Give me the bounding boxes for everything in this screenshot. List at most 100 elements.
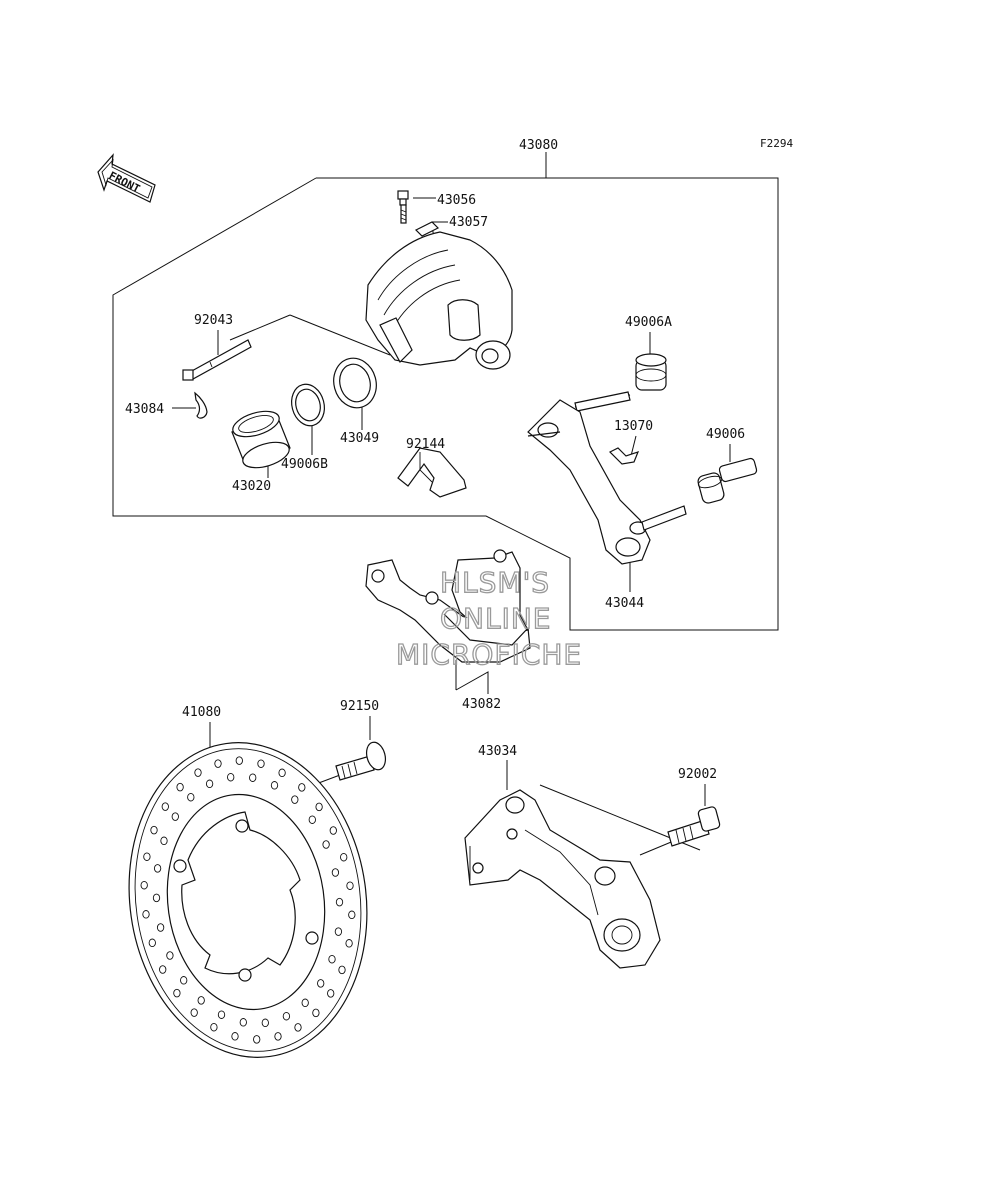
disc-vent-hole bbox=[346, 881, 354, 890]
disc-vent-hole bbox=[274, 1032, 282, 1041]
bleeder-cap bbox=[414, 221, 440, 237]
label-43082: 43082 bbox=[462, 697, 501, 712]
label-92150: 92150 bbox=[340, 699, 379, 714]
disc-vent-hole bbox=[150, 825, 158, 835]
disc-vent-hole bbox=[261, 1018, 269, 1028]
disc-vent-hole bbox=[270, 781, 279, 790]
label-49006B: 49006B bbox=[281, 457, 328, 472]
disc-vent-hole bbox=[148, 938, 156, 948]
disc-vent-hole bbox=[315, 802, 323, 812]
bracket-bolt bbox=[667, 806, 721, 847]
disc-vent-hole bbox=[338, 965, 346, 975]
label-43084: 43084 bbox=[125, 402, 164, 417]
label-49006: 49006 bbox=[706, 427, 745, 442]
small-clip bbox=[608, 447, 640, 465]
disc-vent-hole bbox=[187, 792, 195, 802]
disc-vent-hole bbox=[322, 840, 330, 849]
label-92144: 92144 bbox=[406, 437, 445, 452]
caliper-bracket bbox=[527, 391, 687, 565]
disc-vent-hole bbox=[217, 1010, 226, 1019]
caliper-piston bbox=[231, 410, 291, 469]
disc-vent-hole bbox=[197, 996, 205, 1005]
disc-vent-hole bbox=[190, 1008, 198, 1017]
disc-vent-hole bbox=[278, 768, 286, 778]
watermark-line-2: ONLINE bbox=[440, 602, 551, 635]
disc-vent-hole bbox=[210, 1022, 218, 1032]
disc-vent-hole bbox=[235, 756, 243, 765]
label-43080: 43080 bbox=[519, 138, 558, 153]
disc-vent-hole bbox=[227, 772, 235, 782]
disc-vent-hole bbox=[282, 1011, 291, 1021]
watermark: HLSM'S ONLINE MICROFICHE bbox=[395, 565, 582, 671]
caliper-mount bbox=[464, 789, 661, 969]
label-13070: 13070 bbox=[614, 419, 653, 434]
disc-vent-hole bbox=[142, 910, 150, 919]
label-43049: 43049 bbox=[340, 431, 379, 446]
label-49006A: 49006A bbox=[625, 315, 672, 330]
pad-spring bbox=[397, 447, 467, 498]
disc-vent-hole bbox=[239, 1018, 247, 1027]
disc-vent-hole bbox=[327, 989, 335, 998]
watermark-line-3: MICROFICHE bbox=[396, 638, 582, 671]
disc-vent-hole bbox=[160, 836, 168, 846]
label-43057: 43057 bbox=[449, 215, 488, 230]
brake-disc bbox=[128, 742, 368, 1058]
piston-seal bbox=[333, 357, 377, 409]
disc-vent-hole bbox=[257, 759, 265, 768]
disc-vent-hole bbox=[331, 868, 340, 877]
disc-vent-hole bbox=[180, 976, 188, 985]
disc-vent-hole bbox=[312, 1008, 320, 1018]
disc-vent-hole bbox=[156, 923, 165, 932]
disc-vent-hole bbox=[345, 939, 353, 948]
disc-vent-hole bbox=[194, 768, 202, 777]
disc-vent-hole bbox=[140, 880, 148, 890]
disc-vent-hole bbox=[143, 852, 151, 861]
caliper-body bbox=[365, 231, 513, 370]
disc-vent-hole bbox=[291, 795, 299, 804]
disc-vent-holes bbox=[140, 756, 356, 1044]
disc-vent-hole bbox=[205, 779, 214, 789]
disc-vent-hole bbox=[166, 951, 174, 960]
disc-vent-hole bbox=[231, 1032, 239, 1041]
disc-vent-hole bbox=[159, 965, 167, 974]
disc-vent-hole bbox=[348, 910, 356, 920]
label-43044: 43044 bbox=[605, 596, 644, 611]
disc-vent-hole bbox=[308, 815, 316, 824]
label-41080: 41080 bbox=[182, 705, 221, 720]
disc-vent-hole bbox=[173, 988, 181, 998]
disc-vent-hole bbox=[214, 759, 222, 768]
label-92002: 92002 bbox=[678, 767, 717, 782]
disc-vent-hole bbox=[317, 979, 325, 988]
disc-vent-hole bbox=[301, 998, 309, 1008]
disc-vent-hole bbox=[298, 783, 306, 792]
bleeder-valve bbox=[397, 190, 409, 224]
disc-bolt bbox=[335, 741, 387, 781]
front-arrow-icon: FRONT bbox=[97, 153, 156, 203]
label-43056: 43056 bbox=[437, 193, 476, 208]
disc-vent-hole bbox=[249, 773, 257, 782]
figure-code: F2294 bbox=[760, 137, 793, 150]
disc-vent-hole bbox=[171, 812, 179, 821]
caliper-pin bbox=[182, 339, 252, 381]
caliper-assembly-bracket bbox=[112, 177, 779, 631]
disc-vent-hole bbox=[294, 1023, 302, 1032]
label-92043: 92043 bbox=[194, 313, 233, 328]
disc-vent-hole bbox=[152, 893, 161, 903]
rubber-boot-lower bbox=[697, 457, 758, 504]
label-43034: 43034 bbox=[478, 744, 517, 759]
disc-vent-hole bbox=[176, 782, 184, 792]
disc-vent-hole bbox=[253, 1035, 261, 1044]
disc-vent-hole bbox=[328, 954, 336, 964]
retaining-clip bbox=[194, 391, 208, 419]
disc-vent-hole bbox=[340, 852, 348, 862]
disc-vent-hole bbox=[334, 927, 343, 936]
disc-vent-hole bbox=[329, 826, 337, 835]
disc-vent-hole bbox=[153, 864, 162, 873]
rubber-boot-upper bbox=[635, 353, 667, 391]
dust-seal bbox=[291, 383, 325, 427]
brake-pads bbox=[365, 549, 531, 663]
disc-vent-hole bbox=[161, 802, 169, 811]
label-43020: 43020 bbox=[232, 479, 271, 494]
